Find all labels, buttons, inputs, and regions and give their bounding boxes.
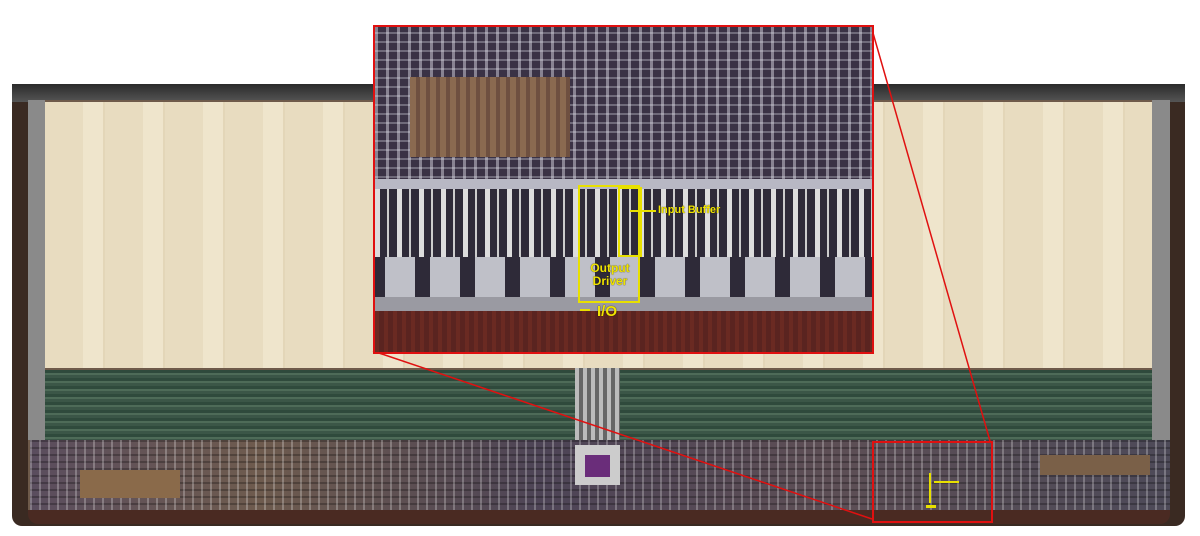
- logic-block: [1040, 455, 1150, 475]
- connector-line-right: [870, 25, 991, 442]
- input-buffer-box: [618, 187, 642, 257]
- right-edge-strip: [1152, 100, 1170, 440]
- routing-band-left: [45, 370, 575, 440]
- mini-annotation-mark: [929, 473, 931, 503]
- inset-substrate: [375, 311, 872, 352]
- input-buffer-leader: [630, 210, 656, 212]
- zoomed-inset: Input Buffer Output Driver I/O: [373, 25, 874, 354]
- inset-rail: [375, 297, 872, 311]
- mini-annotation-mark: [934, 481, 959, 483]
- connector-line-left: [372, 350, 873, 520]
- io-leader: [580, 309, 590, 311]
- left-edge-strip: [28, 100, 45, 440]
- inset-bus-bar: [375, 179, 872, 189]
- inset-brown-block: [410, 77, 570, 157]
- die-bottom-rim: [28, 510, 1170, 524]
- routing-band-right: [620, 370, 1152, 440]
- center-spine: [575, 368, 620, 443]
- io-label: I/O: [597, 303, 618, 320]
- center-pad-core: [585, 455, 610, 477]
- zoom-source-box: [872, 441, 993, 523]
- inset-pad-row: [375, 257, 872, 297]
- logic-block: [80, 470, 180, 498]
- output-driver-label: Output Driver: [590, 261, 630, 288]
- mini-annotation-mark: [926, 505, 936, 508]
- input-buffer-label: Input Buffer: [658, 204, 721, 216]
- output-driver-box: [578, 185, 640, 303]
